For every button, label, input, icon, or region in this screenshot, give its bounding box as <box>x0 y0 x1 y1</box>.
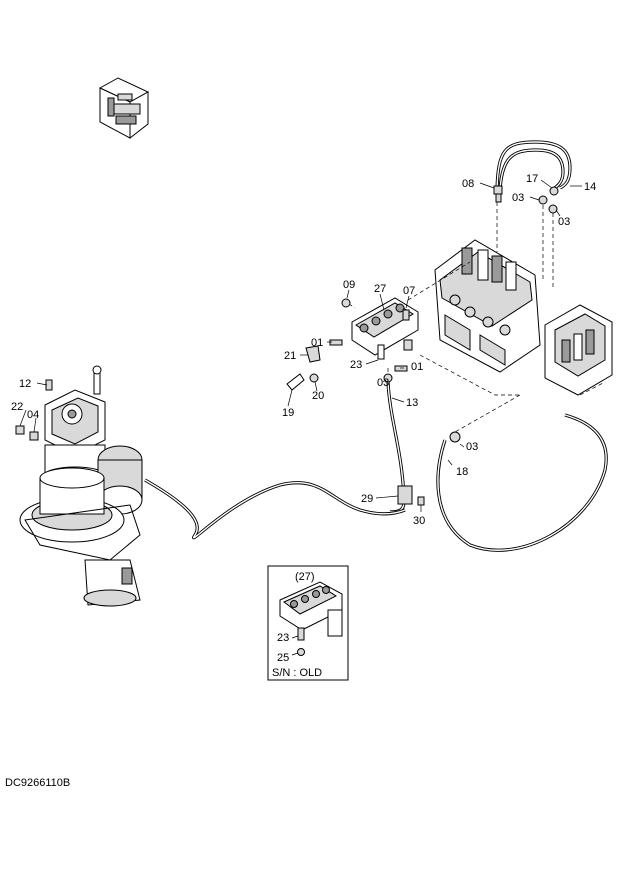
callout-03: 03 <box>377 377 389 389</box>
swing-motor-hose <box>144 478 406 540</box>
callout-03: 03 <box>466 441 478 453</box>
callout-27: 27 <box>374 283 386 295</box>
callout-20: 20 <box>312 390 324 402</box>
callout-12: 12 <box>19 378 31 390</box>
old-serial-inset: (27) 23 25 S/N : OLD <box>267 565 349 681</box>
callout-07: 07 <box>403 285 415 297</box>
callout-03: 03 <box>512 192 524 204</box>
control-valve <box>434 239 541 373</box>
callout-09: 09 <box>343 279 355 291</box>
pilot-manifold <box>329 297 419 372</box>
inset-callout-25: 25 <box>277 652 289 664</box>
callout-17: 17 <box>526 173 538 185</box>
callout-leaders <box>19 179 582 512</box>
callout-04: 04 <box>27 409 39 421</box>
inset-title: (27) <box>295 571 315 583</box>
callout-23: 23 <box>350 359 362 371</box>
callout-03: 03 <box>558 216 570 228</box>
callout-22: 22 <box>11 401 23 413</box>
callout-01: 01 <box>411 361 423 373</box>
callout-18: 18 <box>456 466 468 478</box>
callout-30: 30 <box>413 515 425 527</box>
callout-labels: 08 17 14 03 03 09 27 07 01 21 23 01 03 1… <box>11 173 596 527</box>
drawing-code: DC9266110B <box>5 777 70 789</box>
callout-14: 14 <box>584 181 596 193</box>
pilot-hose-pair <box>493 140 572 214</box>
callout-29: 29 <box>361 493 373 505</box>
callout-21: 21 <box>284 350 296 362</box>
callout-13: 13 <box>406 397 418 409</box>
fittings-group <box>286 345 461 443</box>
serial-number-note: S/N : OLD <box>272 667 322 679</box>
swing-motor <box>15 365 143 607</box>
machine-location-icon <box>98 77 150 140</box>
auxiliary-valve <box>544 304 613 396</box>
callout-19: 19 <box>282 407 294 419</box>
callout-08: 08 <box>462 178 474 190</box>
inset-callout-23: 23 <box>277 632 289 644</box>
callout-01: 01 <box>311 337 323 349</box>
